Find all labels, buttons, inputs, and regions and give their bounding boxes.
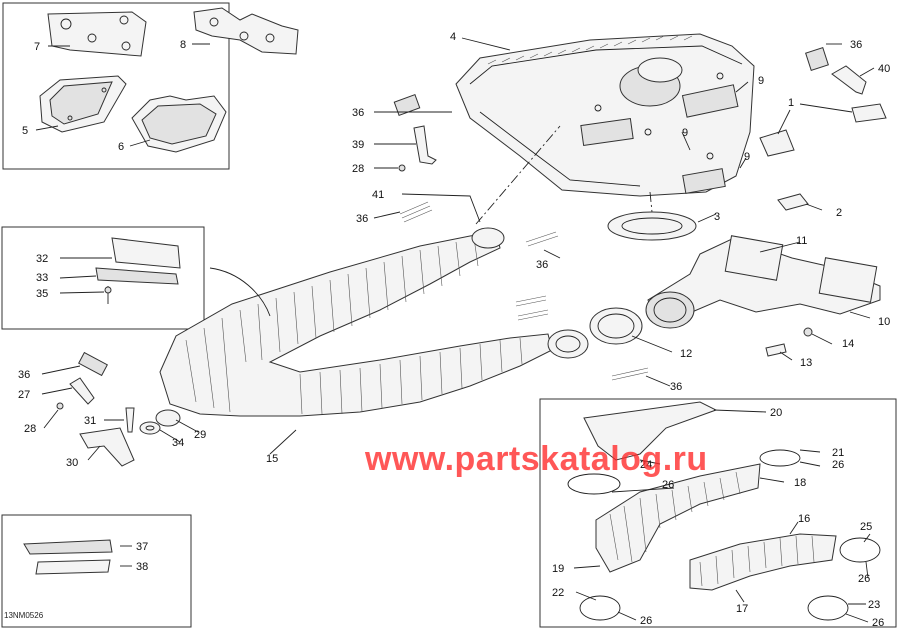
- spring-36-group: [78, 94, 649, 381]
- insulation-parts: [567, 401, 881, 621]
- callout-36-b: 36: [356, 213, 368, 225]
- callout-9-a: 9: [758, 75, 764, 87]
- callout-28-b: 28: [24, 423, 36, 435]
- callout-30: 30: [66, 457, 78, 469]
- callout-37: 37: [136, 541, 148, 553]
- muffler-body: [455, 33, 755, 197]
- callout-9-c: 9: [744, 151, 750, 163]
- heat-shield-8: [193, 7, 299, 55]
- spring-36-top-right: [805, 47, 829, 71]
- callout-22: 22: [552, 587, 564, 599]
- callout-4: 4: [450, 31, 456, 43]
- callout-10: 10: [878, 316, 890, 328]
- callout-40: 40: [878, 63, 890, 75]
- inset-box-labels: [1, 514, 192, 628]
- callout-29: 29: [194, 429, 206, 441]
- callout-20: 20: [770, 407, 782, 419]
- callout-23: 23: [868, 599, 880, 611]
- callout-36-a: 36: [352, 107, 364, 119]
- callout-33: 33: [36, 272, 48, 284]
- clamp-40: [831, 65, 867, 95]
- callout-17: 17: [736, 603, 748, 615]
- callout-16: 16: [798, 513, 810, 525]
- callout-2: 2: [836, 207, 842, 219]
- callout-21: 21: [832, 447, 844, 459]
- callout-31: 31: [84, 415, 96, 427]
- callout-27: 27: [18, 389, 30, 401]
- callout-25: 25: [860, 521, 872, 533]
- callout-39: 39: [352, 139, 364, 151]
- callout-3: 3: [714, 211, 720, 223]
- callout-8: 8: [180, 39, 186, 51]
- leader-lines: [35, 37, 875, 623]
- callout-1: 1: [788, 97, 794, 109]
- bracket-30: [79, 427, 135, 467]
- bracket-32: [95, 237, 181, 304]
- callout-35: 35: [36, 288, 48, 300]
- callout-12: 12: [680, 348, 692, 360]
- bolt-31: [125, 407, 135, 433]
- callout-14: 14: [842, 338, 854, 350]
- heat-shield-6: [131, 95, 227, 153]
- nut-14: [803, 327, 813, 337]
- callout-13: 13: [800, 357, 812, 369]
- callout-15: 15: [266, 453, 278, 465]
- callout-18: 18: [794, 477, 806, 489]
- bracket-39: [398, 125, 437, 172]
- callout-26-b: 26: [662, 479, 674, 491]
- grommet-29: [155, 409, 181, 427]
- label-37-38: [23, 539, 113, 575]
- pad-1: [759, 103, 887, 157]
- callout-26-d: 26: [640, 615, 652, 627]
- callout-5: 5: [22, 125, 28, 137]
- callout-34: 34: [172, 437, 184, 449]
- figure-code: 13NM0526: [4, 611, 44, 620]
- ring-12: [589, 307, 643, 345]
- inset-box-pipe-insulation: [539, 398, 897, 628]
- watermark-text: www.partskatalog.ru: [365, 440, 708, 478]
- callout-24: 24: [640, 459, 652, 471]
- callout-26-e: 26: [872, 617, 884, 629]
- callout-38: 38: [136, 561, 148, 573]
- heat-shield-5: [39, 75, 127, 133]
- callout-7: 7: [34, 41, 40, 53]
- gasket-3: [607, 211, 697, 241]
- callout-36-d: 36: [670, 381, 682, 393]
- callout-9-b: 9: [682, 127, 688, 139]
- callout-26-a: 26: [832, 459, 844, 471]
- callout-28-a: 28: [352, 163, 364, 175]
- callout-19: 19: [552, 563, 564, 575]
- callout-11: 11: [796, 235, 807, 247]
- rubber-2: [777, 193, 809, 211]
- inset-box-bracket: [1, 226, 205, 330]
- heat-shield-7: [47, 11, 147, 57]
- tuned-pipe: [159, 227, 589, 417]
- manifold-10: [645, 235, 881, 329]
- callout-41: 41: [372, 189, 384, 201]
- bracket-27: [56, 377, 95, 410]
- callout-6: 6: [118, 141, 124, 153]
- callout-36-e: 36: [536, 259, 548, 271]
- callout-26-c: 26: [858, 573, 870, 585]
- callout-labels: 7 8 5 6 4 36 39 28 41 36 36 40 9 1 9 9 2…: [18, 31, 890, 629]
- callout-32: 32: [36, 253, 48, 265]
- callout-36-c: 36: [850, 39, 862, 51]
- callout-36-f: 36: [18, 369, 30, 381]
- washer-34: [139, 421, 161, 435]
- inset-box-heat-shields: [2, 2, 230, 170]
